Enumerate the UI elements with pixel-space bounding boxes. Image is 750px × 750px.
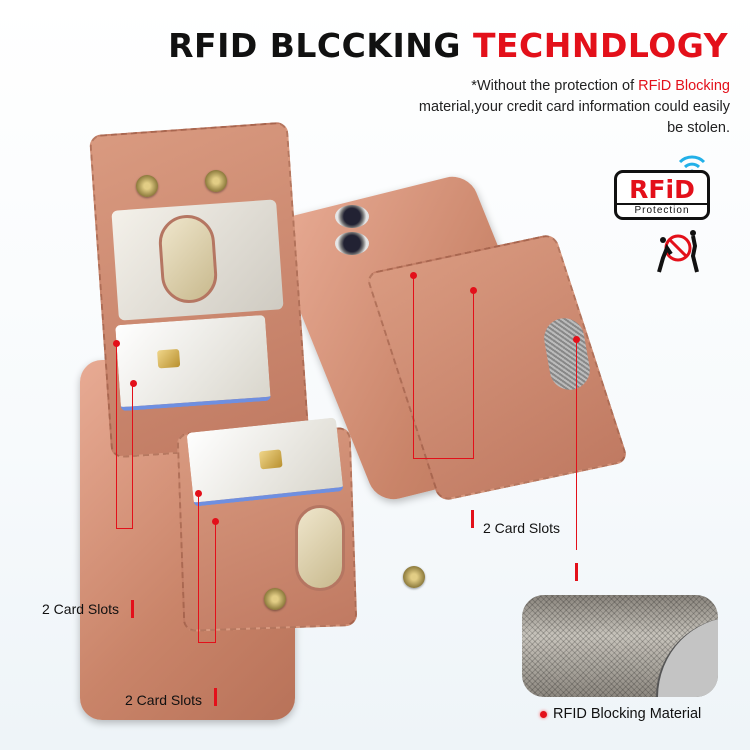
card-slots-label-left: 2 Card Slots	[42, 601, 120, 617]
callout-line	[215, 522, 216, 642]
material-peel	[656, 617, 718, 697]
badge-main: RFiD	[629, 175, 695, 204]
callout-dot	[573, 336, 580, 343]
ring-cutout	[156, 213, 220, 305]
note-rest: material,your credit card information co…	[418, 99, 730, 136]
card-slots-label-bottom: 2 Card Slots	[125, 692, 203, 708]
callout-bar	[214, 688, 217, 706]
note-highlight: RFiD Blocking	[638, 78, 730, 94]
card-chip	[157, 348, 181, 369]
callout-dot	[113, 340, 120, 347]
callout-dot	[130, 380, 137, 387]
credit-card	[115, 314, 271, 412]
callout-dot	[470, 287, 477, 294]
material-caption-text: RFID Blocking Material	[553, 706, 702, 722]
headline-red: TECHNDLOGY	[472, 26, 728, 65]
snap-button	[205, 170, 227, 192]
snap-button	[136, 175, 158, 197]
headline: RFID BLCCKING TECHNDLOGY	[0, 26, 728, 65]
camera-module	[335, 205, 425, 255]
bullet-dot	[540, 710, 547, 718]
badge-sub: Protection	[617, 203, 707, 217]
card-slots-label-right: 2 Card Slots	[483, 520, 561, 536]
snap-button	[403, 566, 425, 588]
no-skimming-icon	[655, 228, 701, 279]
camera-lens	[335, 205, 369, 228]
callout-line	[413, 276, 474, 459]
callout-dot	[212, 518, 219, 525]
headline-black: RFID BLCCKING	[168, 26, 461, 65]
rfid-material-swatch	[522, 595, 718, 697]
snap-button	[264, 588, 286, 610]
warning-note: *Without the protection of RFiD Blocking…	[410, 76, 730, 139]
material-caption: RFID Blocking Material	[540, 706, 701, 722]
callout-line	[473, 291, 474, 458]
callout-dot	[195, 490, 202, 497]
callout-bar	[471, 510, 474, 528]
note-prefix: *Without the protection of	[471, 78, 639, 94]
callout-dot	[410, 272, 417, 279]
ring-cutout	[295, 505, 345, 591]
callout-line	[198, 494, 216, 643]
callout-line	[116, 344, 133, 529]
rfid-protection-badge: RFiD Protection	[614, 170, 710, 220]
callout-line	[132, 384, 133, 528]
camera-lens	[335, 232, 369, 255]
callout-bar	[131, 600, 134, 618]
callout-bar	[575, 563, 578, 581]
callout-line	[576, 340, 577, 550]
card-chip	[258, 449, 283, 470]
